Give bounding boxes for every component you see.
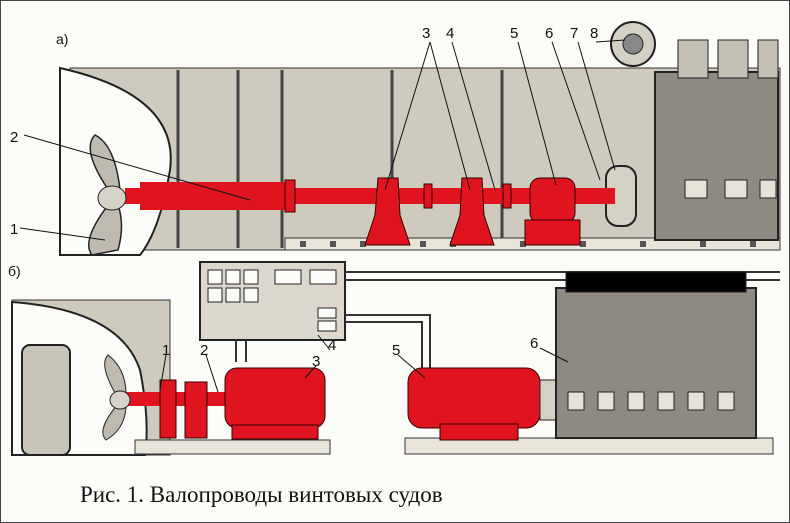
rudder: [21, 344, 71, 456]
bearing-b2: [184, 381, 208, 439]
label-a-1: 1: [10, 221, 18, 238]
section-b-label: б): [8, 263, 21, 279]
shaft-line-b: [125, 392, 235, 406]
generator: [407, 367, 541, 429]
engine-head: [565, 271, 747, 293]
thrust-bearing-base: [524, 219, 581, 246]
labels-b: 1 2 3 4 5 6: [162, 335, 538, 370]
motor-base: [231, 424, 319, 440]
figure-caption: Рис. 1. Валопроводы винтовых судов: [80, 482, 443, 507]
diesel-engine: [555, 287, 757, 439]
stern-tube-flange: [284, 179, 296, 213]
label-a-4: 4: [446, 25, 454, 42]
label-a-7: 7: [570, 25, 578, 42]
generator-base: [439, 423, 519, 441]
label-b-2: 2: [200, 342, 208, 359]
engine-windows-a: [684, 179, 777, 199]
propeller-b: [102, 354, 131, 441]
leader-lines: [19, 39, 626, 393]
label-a-2: 2: [10, 129, 18, 146]
label-b-4: 4: [328, 337, 336, 354]
foundation-b-left: [134, 439, 331, 455]
label-a-8: 8: [590, 25, 598, 42]
label-b-3: 3: [312, 353, 320, 370]
bearing-3b: [449, 177, 495, 246]
label-a-6: 6: [545, 25, 553, 42]
propulsion-motor: [224, 367, 326, 429]
thrust-bearing: [529, 177, 576, 224]
label-a-5: 5: [510, 25, 518, 42]
engine-windows-b: [567, 391, 735, 411]
bearing-b1: [159, 379, 177, 439]
generator-coupling: [539, 379, 557, 421]
diagram-a: [59, 21, 781, 256]
section-a-label: а): [56, 31, 68, 47]
stern-tube: [140, 182, 290, 210]
label-b-1: 1: [162, 342, 170, 359]
label-b-5: 5: [392, 342, 400, 359]
diagram-b: [11, 261, 780, 456]
engine-cylinders-a: [677, 39, 779, 79]
bearing-3a: [364, 177, 411, 246]
label-a-3: 3: [422, 25, 430, 42]
coupling-a1: [423, 183, 433, 209]
panel-gauges: [207, 269, 337, 332]
propeller-a: [88, 134, 127, 256]
main-engine-a: [654, 71, 779, 241]
coupling-a2: [502, 183, 512, 209]
label-b-6: 6: [530, 335, 538, 352]
turbocharger-hub: [622, 33, 644, 55]
labels-a: 2 1 3 4 5 6 7 8: [10, 25, 598, 238]
